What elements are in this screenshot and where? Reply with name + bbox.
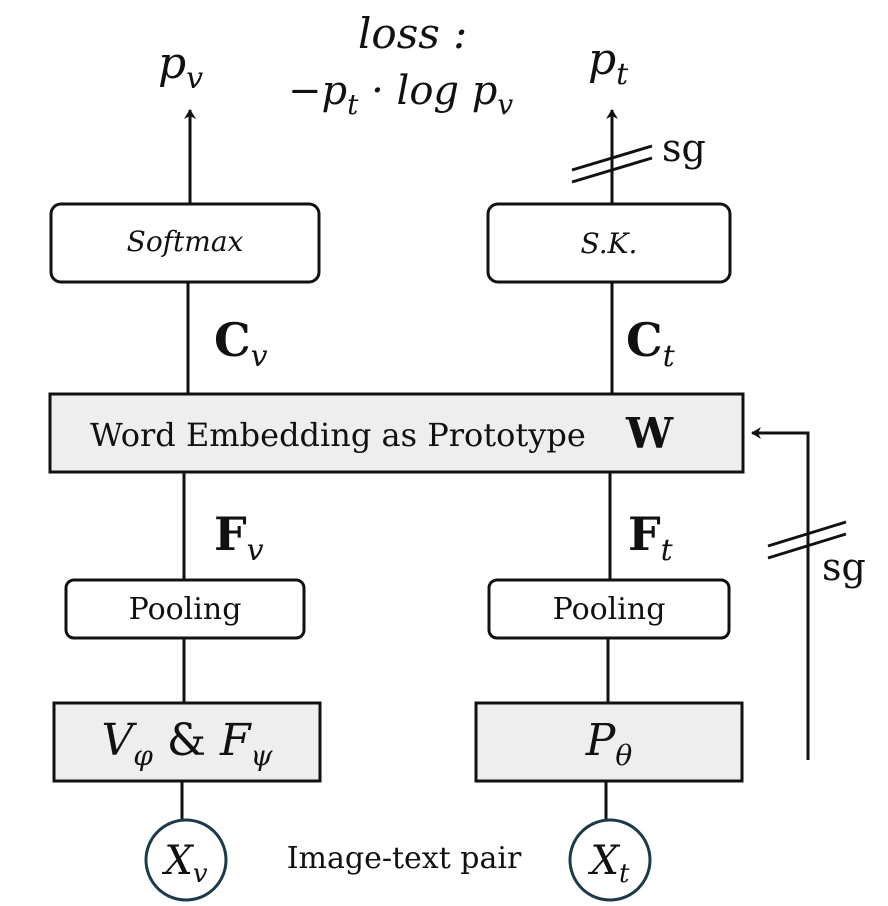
word-embedding-label: Word Embedding as Prototype	[90, 416, 586, 454]
encoder-label-right: Pθ	[585, 715, 633, 772]
encoder-box-right	[474, 701, 744, 783]
input-xt-circle	[568, 818, 652, 902]
output-pv-label: pv	[158, 38, 203, 96]
input-xv-circle	[144, 818, 228, 902]
sk-label: S.K.	[581, 227, 638, 260]
encoder-label-left: Vφ & Fψ	[101, 715, 273, 772]
feedback-path-to-w	[751, 427, 810, 760]
stop-gradient-label-top: sg	[662, 126, 706, 170]
pooling-box-left	[64, 578, 306, 640]
pooling-label-right: Pooling	[553, 592, 666, 627]
fv-label: Fv	[214, 507, 264, 568]
pooling-label-left: Pooling	[129, 592, 242, 627]
input-xv-label: Xv	[161, 838, 207, 889]
word-embedding-symbol: W	[625, 409, 674, 458]
word-embedding-box	[48, 392, 745, 474]
loss-title: loss :	[358, 9, 467, 58]
image-text-pair-label: Image-text pair	[287, 841, 522, 876]
ft-label: Ft	[628, 507, 674, 568]
stop-gradient-mark-top	[571, 144, 653, 184]
pooling-box-right	[487, 578, 731, 640]
loss-formula: −pt · log pv	[288, 68, 513, 121]
encoder-box-left	[52, 701, 322, 783]
cv-label: Cv	[214, 313, 268, 374]
ct-label: Ct	[626, 313, 676, 374]
output-pt-label: pt	[588, 34, 629, 92]
softmax-box	[49, 202, 321, 284]
stop-gradient-mark-right	[767, 520, 847, 560]
sk-box	[486, 202, 732, 284]
input-xt-label: Xt	[588, 838, 630, 889]
stop-gradient-label-right: sg	[822, 545, 866, 589]
softmax-label: Softmax	[127, 225, 244, 258]
